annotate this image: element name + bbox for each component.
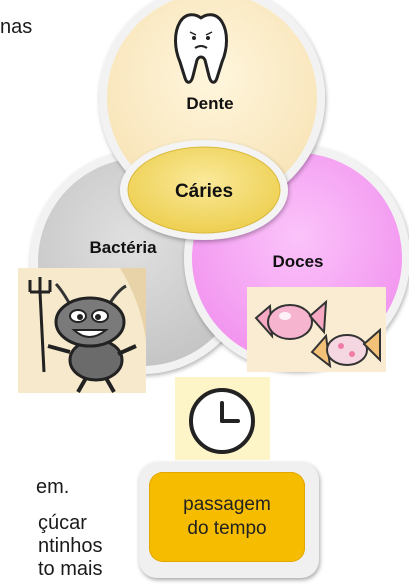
- label-dente: Dente: [186, 94, 233, 113]
- text-fragment-nas: nas: [0, 16, 33, 38]
- center-caries: [120, 140, 288, 240]
- label-doces: Doces: [272, 252, 323, 271]
- candy-icon: [247, 287, 386, 372]
- bacteria-devil-icon: [18, 268, 146, 393]
- text-fragment-ntinhos: ntinhos: [38, 535, 103, 557]
- text-fragment-cucar: çúcar: [38, 512, 87, 534]
- time-passage-line1: passagem: [183, 494, 271, 515]
- clock-icon: [189, 388, 255, 454]
- time-passage-inner: passagem do tempo: [149, 472, 305, 562]
- clock-tile: [175, 377, 270, 460]
- label-caries: Cáries: [175, 181, 233, 202]
- time-passage-box: passagem do tempo: [139, 462, 319, 578]
- text-fragment-em: em.: [36, 476, 70, 498]
- text-fragment-to-mais: to mais: [38, 558, 103, 580]
- label-bacteria: Bactéria: [89, 238, 157, 257]
- time-passage-line2: do tempo: [187, 518, 267, 539]
- tooth-icon: [174, 13, 228, 84]
